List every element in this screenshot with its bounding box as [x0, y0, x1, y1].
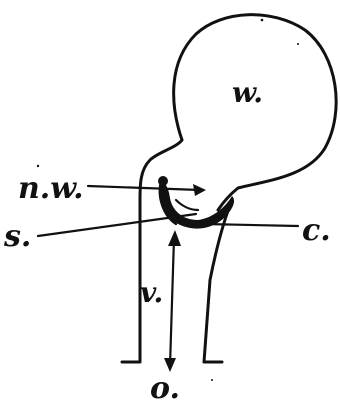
nw-pointer-arrowhead — [193, 184, 206, 196]
vertical-arrow-top-head — [168, 230, 181, 246]
label-o: o. — [150, 371, 180, 406]
label-c: c. — [302, 213, 331, 248]
vertical-arrow-bottom-head — [164, 358, 176, 372]
speck-3 — [36, 164, 40, 168]
label-s: s. — [3, 219, 31, 254]
c-pointer-line — [202, 222, 300, 228]
label-w: w. — [232, 76, 263, 109]
vertical-arrow-shaft — [168, 236, 176, 368]
s-pointer-line — [36, 212, 198, 238]
sac-w-outline — [172, 13, 338, 212]
speck-2 — [297, 43, 299, 45]
label-v: v. — [140, 276, 163, 309]
left-stalk-wall — [120, 138, 184, 364]
label-nw: n.w. — [18, 171, 84, 206]
speck-1 — [260, 18, 264, 22]
nw-pointer-line — [86, 184, 202, 192]
speck-4 — [211, 379, 213, 381]
inner-curve — [174, 198, 200, 212]
neck-dot — [158, 176, 168, 186]
